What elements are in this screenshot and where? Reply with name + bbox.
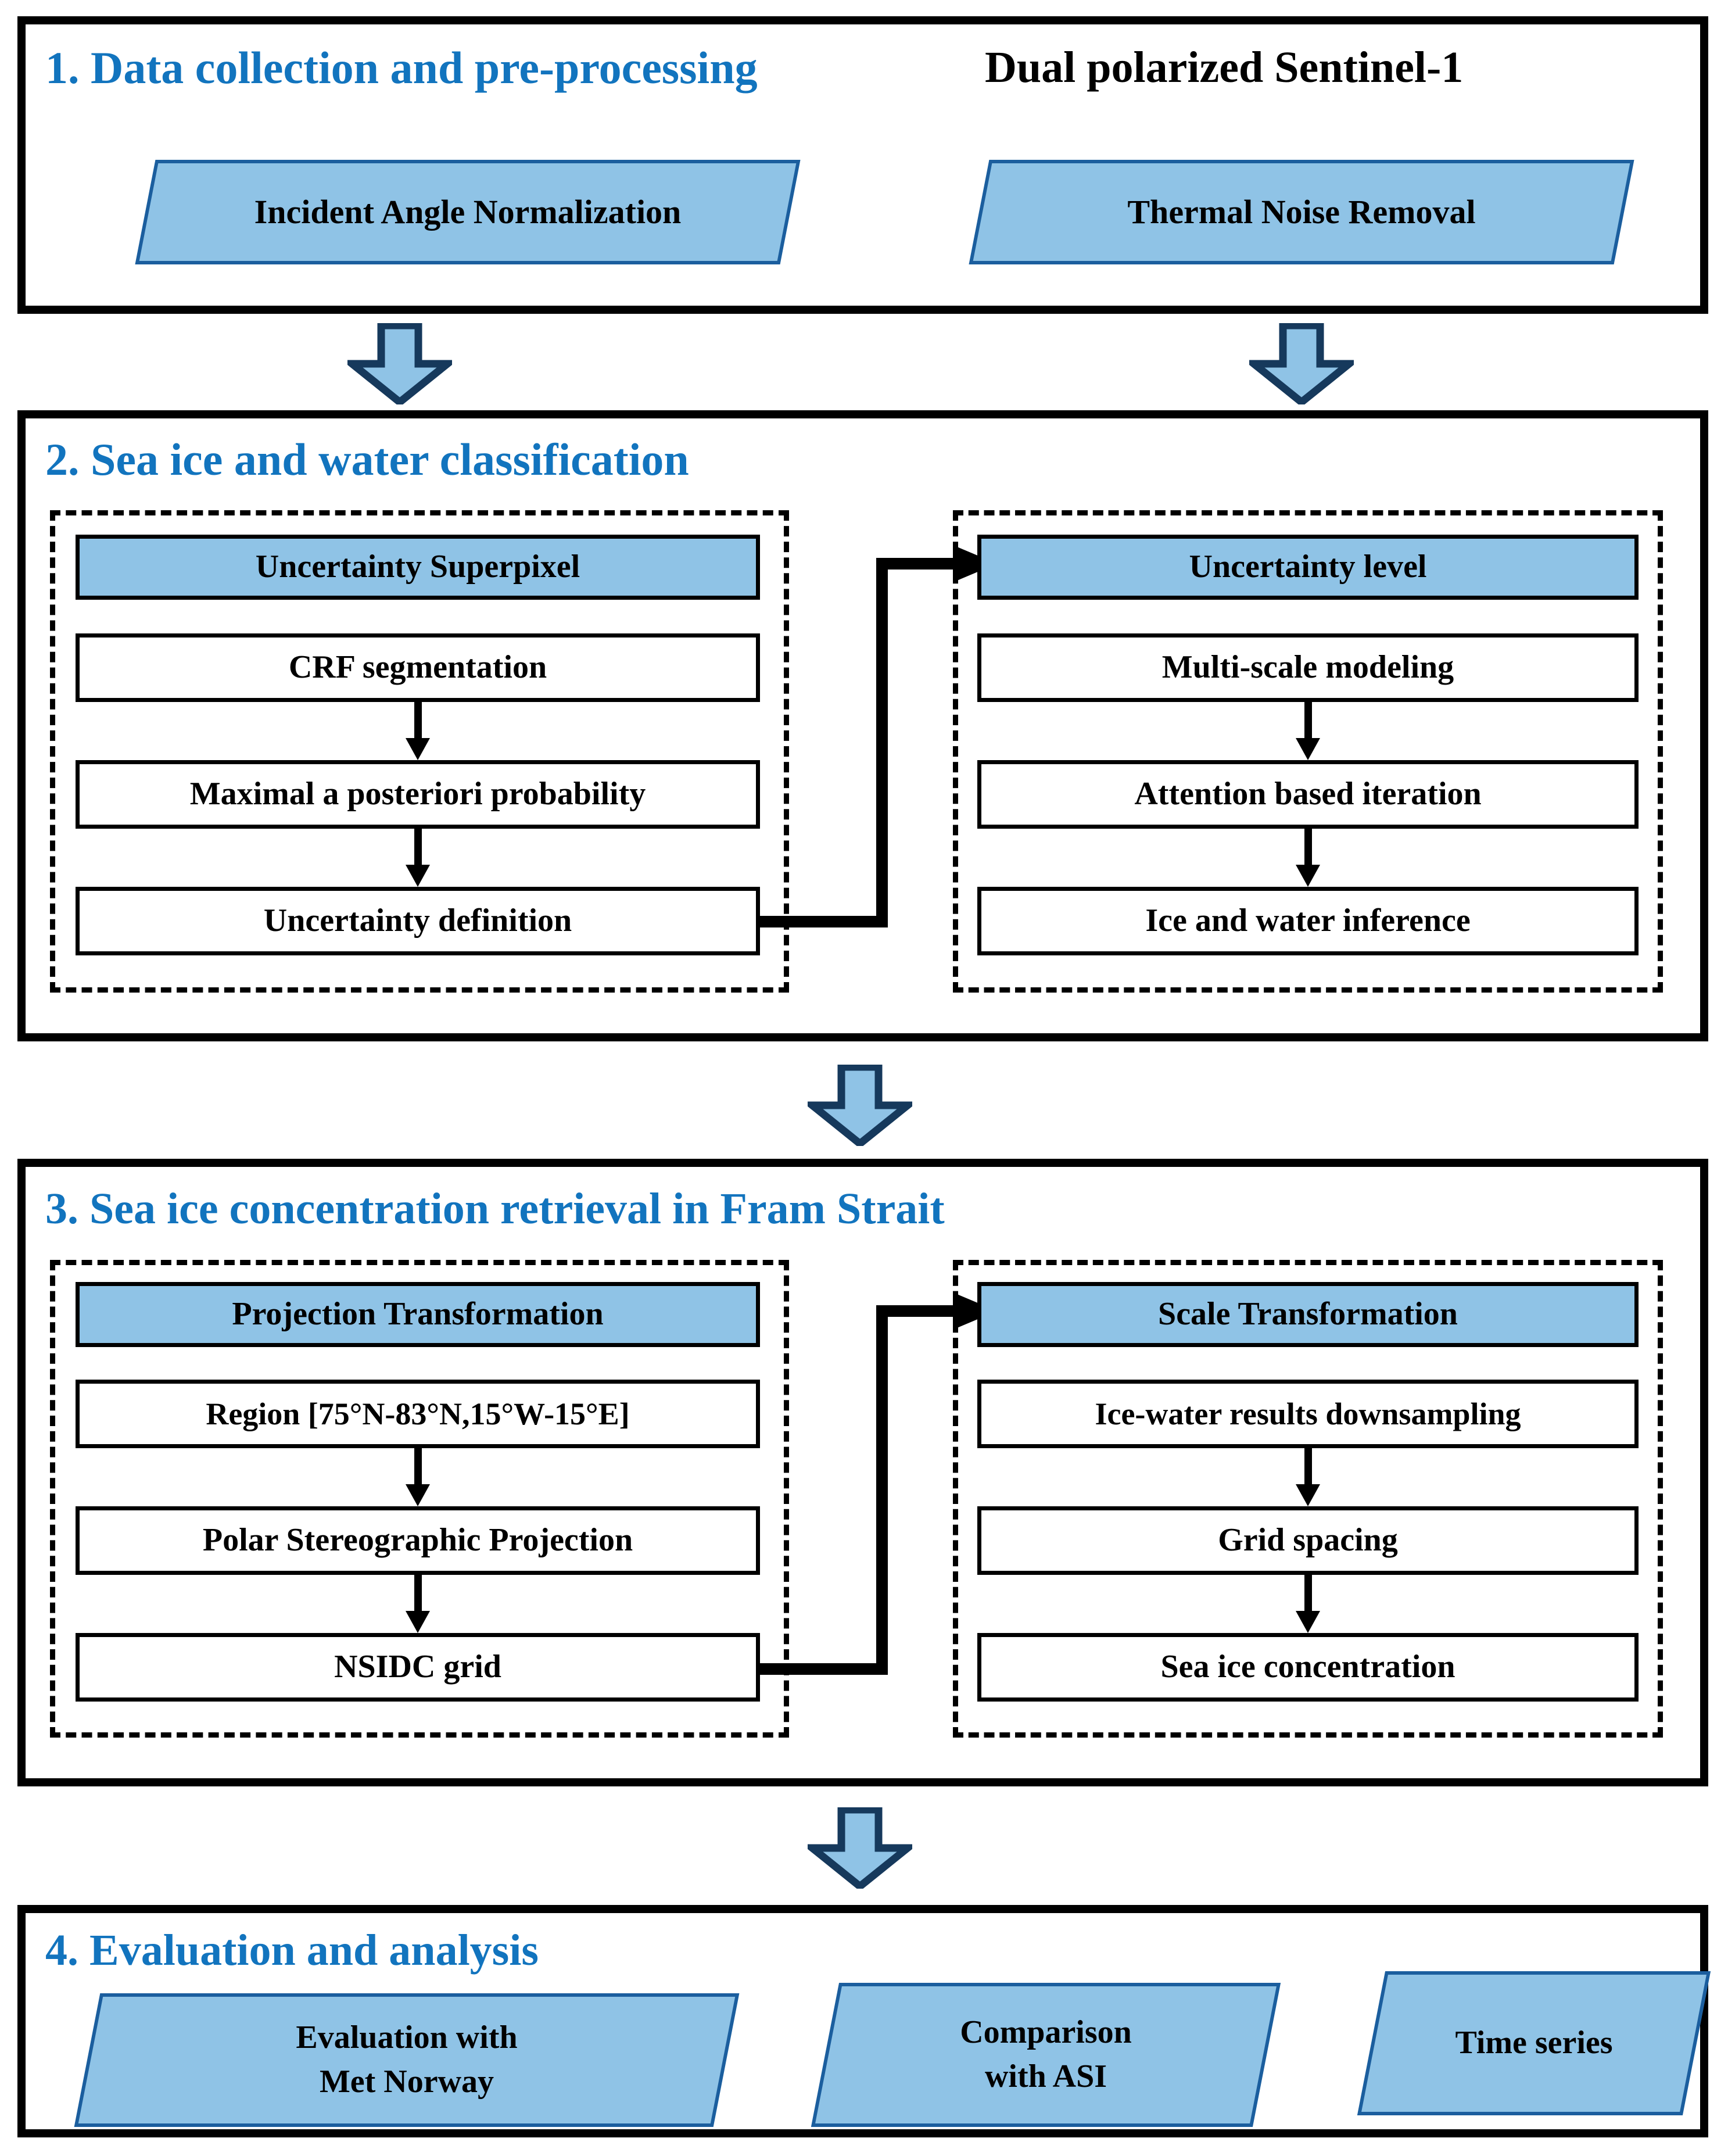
arrow-s3-left-2: [76, 1575, 760, 1633]
shape-evaluation-with-met-norway[interactable]: Evaluation with Met Norway: [74, 1993, 740, 2127]
arrow-s3-right-2: [977, 1575, 1639, 1633]
section-3-right-step-2[interactable]: Grid spacing: [977, 1506, 1639, 1575]
arrow-right-1: [977, 702, 1639, 760]
section-2-title: 2. Sea ice and water classification: [45, 434, 689, 485]
section-2-right-step-2[interactable]: Attention based iteration: [977, 760, 1639, 829]
shape-label-line2: with ASI: [984, 2058, 1107, 2094]
section-3-left-step-3[interactable]: NSIDC grid: [76, 1633, 760, 1702]
section-2-left-step-1[interactable]: CRF segmentation: [76, 633, 760, 702]
section-1-title: 1. Data collection and pre-processing: [45, 42, 758, 93]
section-2-right-group: [953, 510, 1663, 993]
connector-section3-cross: [755, 1288, 999, 1675]
arrow-s3-left-1: [76, 1448, 760, 1506]
connector-section2-cross: [755, 540, 999, 927]
section-3-left-step-2[interactable]: Polar Stereographic Projection: [76, 1506, 760, 1575]
section-3-title: 3. Sea ice concentration retrieval in Fr…: [45, 1184, 945, 1233]
shape-label: Comparison with ASI: [829, 1986, 1263, 2123]
shape-label: Thermal Noise Removal: [1127, 192, 1476, 231]
section-2-left-group: [50, 510, 789, 993]
section-3-left-header[interactable]: Projection Transformation: [76, 1282, 760, 1347]
shape-comparison-with-asi[interactable]: Comparison with ASI: [811, 1983, 1281, 2127]
section-3-left-group: [50, 1260, 789, 1738]
section-3-right-header[interactable]: Scale Transformation: [977, 1282, 1639, 1347]
section-3-left-step-1[interactable]: Region [75°N-83°N,15°W-15°E]: [76, 1380, 760, 1448]
arrow-left-2: [76, 829, 760, 887]
section-2-left-step-2[interactable]: Maximal a posteriori probability: [76, 760, 760, 829]
connector-section1-to-section2-right: [1249, 323, 1354, 404]
shape-thermal-noise-removal[interactable]: Thermal Noise Removal: [969, 160, 1634, 264]
section-2-left-step-3[interactable]: Uncertainty definition: [76, 887, 760, 955]
arrow-right-2: [977, 829, 1639, 887]
section-4-title: 4. Evaluation and analysis: [45, 1926, 539, 1975]
shape-label: Incident Angle Normalization: [254, 192, 682, 231]
shape-label: Evaluation with Met Norway: [91, 1997, 723, 2123]
section-3-right-step-3[interactable]: Sea ice concentration: [977, 1633, 1639, 1702]
arrow-left-1: [76, 702, 760, 760]
section-3-right-step-1[interactable]: Ice-water results downsampling: [977, 1380, 1639, 1448]
shape-time-series[interactable]: Time series: [1357, 1971, 1711, 2115]
section-3-right-group: [953, 1260, 1663, 1738]
shape-incident-angle-normalization[interactable]: Incident Angle Normalization: [135, 160, 801, 264]
data-source-title: Dual polarized Sentinel-1: [985, 43, 1464, 92]
arrow-s3-right-1: [977, 1448, 1639, 1506]
connector-section1-to-section2-left: [347, 323, 452, 404]
shape-label-line2: Met Norway: [319, 2064, 494, 2100]
section-2-right-header[interactable]: Uncertainty level: [977, 535, 1639, 600]
section-2-right-step-3[interactable]: Ice and water inference: [977, 887, 1639, 955]
shape-label-line1: Time series: [1455, 2025, 1613, 2061]
section-2-right-step-1[interactable]: Multi-scale modeling: [977, 633, 1639, 702]
shape-label-line1: Comparison: [960, 2014, 1132, 2051]
connector-section2-to-section3: [808, 1065, 912, 1146]
shape-label: Time series: [1375, 1975, 1693, 2112]
connector-section3-to-section4: [808, 1807, 912, 1889]
shape-label-line1: Evaluation with: [296, 2019, 518, 2056]
section-2-left-header[interactable]: Uncertainty Superpixel: [76, 535, 760, 600]
